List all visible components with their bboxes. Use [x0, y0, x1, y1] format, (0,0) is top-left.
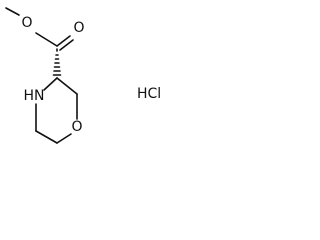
bond-methyl-o [5, 7, 20, 16]
bond-carbonyl-double-b [59, 39, 74, 51]
bond-c3-c2 [56, 77, 78, 95]
bond-o-carbonyl-carbon [35, 32, 58, 47]
structure-diagram: O O HN O HCl [5, 7, 161, 144]
bond-o1-c6 [56, 133, 72, 144]
bond-carbonyl-double-a [56, 35, 71, 47]
atom-o-carbonyl: O [73, 20, 84, 36]
stereo-hash-bond [52, 48, 62, 76]
atom-n-ring: HN [24, 88, 45, 104]
bond-c6-c5 [35, 130, 58, 144]
atom-o-methoxy: O [21, 15, 32, 31]
salt-label: HCl [137, 86, 161, 102]
bond-n4-c3 [43, 77, 58, 91]
atom-o-ring: O [71, 119, 82, 135]
